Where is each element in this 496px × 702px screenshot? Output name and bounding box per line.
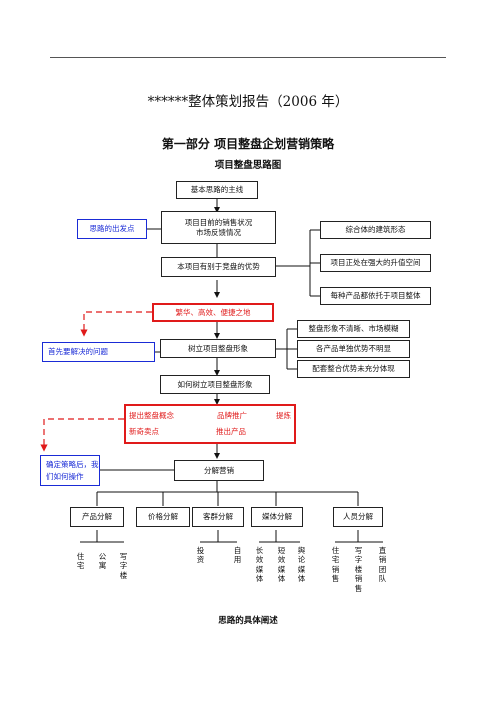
category-media-label: 媒体分解 — [262, 512, 292, 522]
basic-line-box: 基本思路的主线 — [176, 181, 258, 199]
advantage-item-3-label: 每种产品都依托于项目整体 — [330, 291, 421, 301]
problem-label: 首先要解决的问题 — [48, 347, 108, 357]
problem-item-2-label: 各产品单独优势不明显 — [316, 344, 391, 354]
market-feedback-label: 市场反馈情况 — [196, 227, 241, 237]
sales-status-label: 项目目前的销售状况 — [184, 217, 253, 227]
decompose-label: 分解营销 — [204, 465, 234, 475]
leaf-office-sales: 写字楼销售 — [354, 546, 363, 593]
header-rule — [50, 57, 446, 58]
category-price-label: 价格分解 — [148, 512, 178, 522]
category-staff: 人员分解 — [333, 507, 383, 527]
advantage-item-1: 综合体的建筑形态 — [320, 221, 431, 239]
how-build-label: 如何树立项目整盘形象 — [177, 379, 253, 389]
advantage-item-2-label: 项目正处在强大的升值空间 — [330, 258, 421, 268]
strategy-label: 确定策略后，我们如何操作 — [46, 460, 99, 481]
advantage-item-3: 每种产品都依托于项目整体 — [320, 287, 431, 305]
problem-item-1: 整盘形象不清晰、市场模糊 — [297, 320, 410, 338]
diagram-heading: 项目整盘思路图 — [214, 160, 282, 171]
problem-item-1-label: 整盘形象不清晰、市场模糊 — [308, 324, 399, 334]
problem-item-2: 各产品单独优势不明显 — [297, 340, 410, 358]
leaf-shortterm: 短效媒体 — [277, 546, 286, 584]
concept-2: 品牌推广 — [217, 411, 247, 420]
decompose-box: 分解营销 — [174, 460, 264, 481]
sales-status-box: 项目目前的销售状况 市场反馈情况 — [161, 211, 276, 244]
part-heading: 第一部分 项目整盘企划营销策略 — [161, 137, 335, 151]
slogan-box: 繁华、高效、便捷之地 — [152, 303, 274, 322]
concept-box: 提出整盘概念 品牌推广 提炼 新奇卖点 推出产品 — [124, 404, 296, 444]
advantage-item-2: 项目正处在强大的升值空间 — [320, 254, 431, 272]
problem-label-box: 首先要解决的问题 — [42, 342, 155, 362]
leaf-invest: 投资 — [196, 546, 205, 565]
advantage-label: 本项目有别于竞盘的优势 — [177, 262, 260, 272]
how-build-box: 如何树立项目整盘形象 — [160, 375, 270, 394]
category-customer: 客群分解 — [192, 507, 244, 527]
concept-5: 推出产品 — [216, 427, 246, 436]
category-product-label: 产品分解 — [82, 512, 112, 522]
leaf-selfsales: 直销团队 — [378, 546, 387, 584]
build-image-label: 树立项目整盘形象 — [188, 343, 248, 353]
leaf-housing: 住宅 — [76, 552, 85, 571]
concept-1: 提出整盘概念 — [129, 411, 174, 420]
leaf-office: 写字楼 — [119, 552, 128, 580]
build-image-box: 树立项目整盘形象 — [160, 339, 276, 358]
slogan-label: 繁华、高效、便捷之地 — [175, 307, 251, 317]
starting-point-label: 思路的出发点 — [89, 224, 135, 234]
problem-item-3-label: 配套整合优势未充分体现 — [312, 364, 395, 374]
category-media: 媒体分解 — [251, 507, 303, 527]
concept-4: 新奇卖点 — [129, 427, 159, 436]
problem-item-3: 配套整合优势未充分体现 — [297, 360, 410, 378]
doc-title: ******整体策划报告（2006 年） — [147, 94, 349, 110]
footer-heading: 思路的具体阐述 — [218, 616, 278, 626]
leaf-opinion: 舆论媒体 — [297, 546, 306, 584]
basic-line-label: 基本思路的主线 — [190, 185, 244, 195]
leaf-longterm: 长效媒体 — [255, 546, 264, 584]
category-staff-label: 人员分解 — [343, 512, 373, 522]
leaf-apartment: 公寓 — [98, 552, 107, 571]
leaf-housing-sales: 住宅销售 — [331, 546, 340, 584]
advantage-item-1-label: 综合体的建筑形态 — [345, 225, 406, 235]
leaf-selfuse: 自用 — [233, 546, 242, 565]
category-price: 价格分解 — [136, 507, 190, 527]
category-customer-label: 客群分解 — [203, 512, 233, 522]
concept-3: 提炼 — [276, 411, 291, 420]
starting-point-box: 思路的出发点 — [77, 219, 147, 239]
strategy-label-box: 确定策略后，我们如何操作 — [40, 455, 100, 486]
advantage-box: 本项目有别于竞盘的优势 — [161, 257, 276, 277]
category-product: 产品分解 — [70, 507, 124, 527]
